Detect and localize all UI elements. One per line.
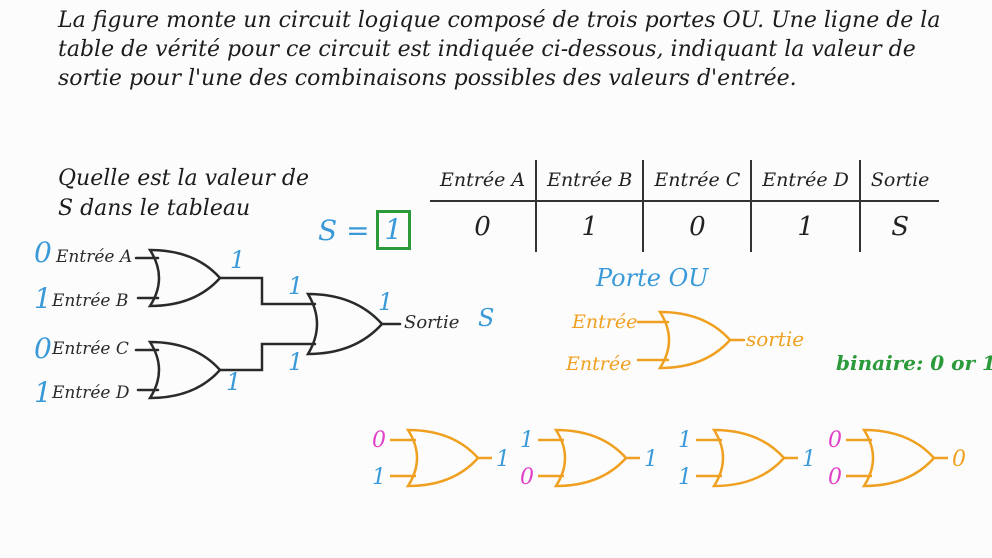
cell-d: 1 bbox=[750, 201, 860, 252]
example-input-top: 1 bbox=[678, 428, 692, 453]
example-output: 0 bbox=[952, 447, 966, 472]
header-entree-b: Entrée B bbox=[535, 160, 644, 202]
header-entree-d: Entrée D bbox=[750, 160, 860, 202]
main-circuit bbox=[134, 248, 402, 400]
gate3-input-top-value: 1 bbox=[288, 272, 303, 300]
cell-b: 1 bbox=[535, 201, 644, 252]
wire-g1-g3 bbox=[218, 276, 317, 306]
cell-c: 0 bbox=[642, 201, 752, 252]
or-gate-2 bbox=[147, 340, 222, 400]
legend-input-bottom: Entrée bbox=[565, 353, 631, 375]
header-sortie: Sortie bbox=[858, 160, 940, 202]
example-or-gate bbox=[405, 428, 480, 488]
example-input-bottom: 1 bbox=[372, 465, 386, 490]
binary-note: binaire: 0 or 1 bbox=[836, 351, 992, 375]
input-b-value: 1 bbox=[34, 282, 52, 315]
answer-label: S = bbox=[318, 213, 370, 247]
input-b-label: Entrée B bbox=[51, 291, 128, 311]
gate1-output-value: 1 bbox=[230, 246, 245, 274]
question-text: Quelle est la valeur de S dans le tablea… bbox=[58, 166, 309, 221]
or-gate-3 bbox=[305, 292, 384, 356]
example-input-bottom: 1 bbox=[678, 465, 692, 490]
header-entree-a: Entrée A bbox=[430, 160, 537, 202]
legend-or-gate bbox=[657, 310, 732, 370]
table-row: 0 1 0 1 S bbox=[430, 201, 940, 252]
example-output: 1 bbox=[644, 447, 658, 472]
input-a-value: 0 bbox=[34, 236, 52, 269]
legend-input-top: Entrée bbox=[571, 311, 637, 333]
example-gate-2: 1 0 1 bbox=[520, 428, 658, 490]
input-c-value: 0 bbox=[34, 332, 52, 365]
legend-output: sortie bbox=[746, 327, 804, 351]
problem-statement: La figure monte un circuit logique compo… bbox=[58, 8, 941, 91]
example-or-gate bbox=[861, 428, 936, 488]
cell-sortie: S bbox=[858, 201, 940, 252]
final-output-value: 1 bbox=[378, 288, 393, 316]
example-input-top: 0 bbox=[372, 428, 386, 453]
input-d-value: 1 bbox=[34, 376, 52, 409]
input-a-label: Entrée A bbox=[55, 247, 132, 267]
example-input-bottom: 0 bbox=[520, 465, 534, 490]
example-output: 1 bbox=[496, 447, 510, 472]
example-output: 1 bbox=[802, 447, 816, 472]
example-gate-4: 0 0 0 bbox=[828, 428, 966, 490]
example-or-gate bbox=[711, 428, 786, 488]
input-c-label: Entrée C bbox=[51, 339, 129, 359]
input-d-label: Entrée D bbox=[51, 383, 130, 403]
or-gate-1 bbox=[147, 248, 222, 308]
output-label: Sortie bbox=[404, 312, 459, 333]
output-symbol: S bbox=[478, 304, 494, 332]
legend-gate bbox=[636, 310, 746, 370]
header-entree-c: Entrée C bbox=[642, 160, 752, 202]
cell-a: 0 bbox=[474, 212, 491, 242]
answer-value: 1 bbox=[375, 210, 412, 250]
example-input-bottom: 0 bbox=[828, 465, 842, 490]
example-input-top: 1 bbox=[520, 428, 534, 453]
example-or-gate bbox=[553, 428, 628, 488]
wire-g2-g3 bbox=[218, 342, 317, 372]
example-gate-1: 0 1 1 bbox=[372, 428, 510, 490]
legend-title: Porte OU bbox=[595, 264, 709, 292]
gate3-input-bottom-value: 1 bbox=[288, 348, 303, 376]
truth-table: Entrée A Entrée B Entrée C Entrée D Sort… bbox=[430, 160, 940, 252]
gate2-output-value: 1 bbox=[226, 368, 241, 396]
example-gate-3: 1 1 1 bbox=[678, 428, 816, 490]
answer-box: S = 1 bbox=[318, 210, 412, 250]
truth-table-header: Entrée A Entrée B Entrée C Entrée D Sort… bbox=[430, 160, 940, 202]
example-input-top: 0 bbox=[828, 428, 842, 453]
